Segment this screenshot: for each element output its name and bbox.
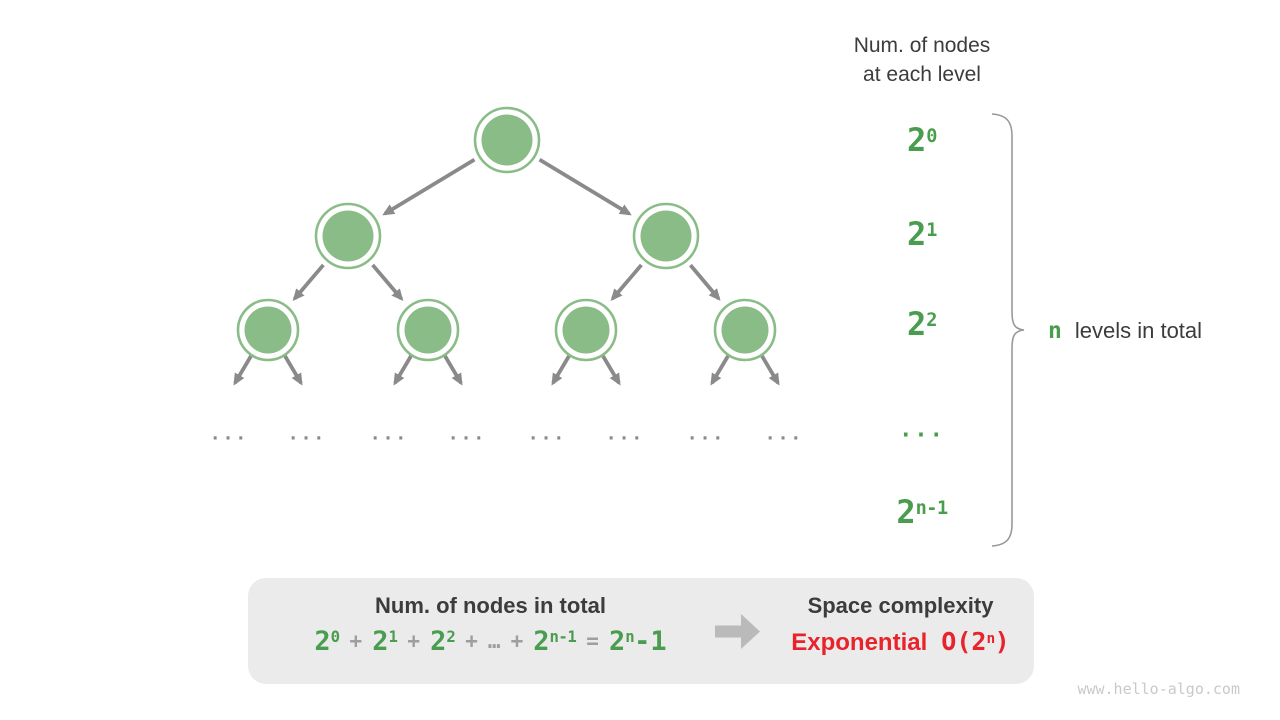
leaf-continuation-arrow <box>710 355 730 386</box>
leaf-continuation-arrow <box>233 355 253 386</box>
n-variable: n <box>1048 318 1062 344</box>
tree-edge <box>610 263 643 302</box>
leaf-continuation-arrow <box>760 355 780 386</box>
complexity-word: Exponential <box>791 629 928 656</box>
watermark: www.hello-algo.com <box>1077 680 1240 698</box>
formula-term: 21 <box>372 626 398 657</box>
formula-operator: = <box>586 629 599 653</box>
formula-operator: + <box>465 629 478 653</box>
space-complexity-title: Space complexity <box>807 593 994 618</box>
formula-term: 20 <box>314 626 340 657</box>
leaf-continuation-arrow <box>443 355 463 386</box>
formula-term: 2n-1 <box>533 626 577 657</box>
formula-term: 22 <box>430 626 456 657</box>
formula-operator: + <box>349 629 363 653</box>
implies-arrow-icon <box>715 614 760 649</box>
level-count-label: 20 <box>907 121 937 159</box>
right-column-title-line2: at each level <box>863 63 981 86</box>
level-count-label: 2n-1 <box>896 493 948 531</box>
leaf-ellipsis: ... <box>287 423 327 445</box>
leaf-ellipsis: ... <box>369 423 409 445</box>
formula-term: 2n-1 <box>608 626 667 657</box>
brace-label: n levels in total <box>1048 318 1202 344</box>
brace-label-text: levels in total <box>1074 318 1203 343</box>
total-nodes-column: Num. of nodes in total 20+21+22+…+2n-1=2… <box>273 593 708 662</box>
leaf-continuation-arrow <box>393 355 413 386</box>
tree-node <box>314 202 382 270</box>
leaf-continuation-arrow <box>283 355 303 386</box>
tree-edge <box>371 263 404 302</box>
space-complexity-column: Space complexity Exponential O(2n) <box>773 593 1028 657</box>
tree-node <box>554 298 618 362</box>
tree-edge <box>688 263 721 301</box>
level-ellipsis-label: ... <box>899 417 945 443</box>
tree-node <box>236 298 300 362</box>
geometric-series-formula: 20 +21 +22 + … +2n-1 = 2n-1 <box>273 626 708 662</box>
formula-operator: … <box>487 629 501 653</box>
tree-edge <box>382 158 476 216</box>
leaf-continuation-arrow <box>601 355 621 386</box>
tree-node <box>396 298 460 362</box>
formula-operator: + <box>407 629 421 653</box>
tree-node <box>632 202 700 270</box>
summary-box: Num. of nodes in total 20+21+22+…+2n-1=2… <box>248 578 1034 684</box>
tree-node <box>713 298 777 362</box>
formula-operator: + <box>510 629 524 653</box>
brace <box>991 113 1025 547</box>
big-o-notation: O(2n) <box>941 627 1010 656</box>
leaf-ellipsis: ... <box>686 423 726 445</box>
level-count-label: 22 <box>907 305 937 343</box>
leaf-ellipsis: ... <box>527 423 567 445</box>
right-column-title-line1: Num. of nodes <box>853 34 991 57</box>
tree-edge <box>292 263 325 302</box>
tree-edge <box>538 158 632 216</box>
leaf-ellipsis: ... <box>209 423 249 445</box>
right-column-title: Num. of nodes at each level <box>854 31 991 89</box>
leaf-ellipsis: ... <box>447 423 487 445</box>
complexity-value: Exponential O(2n) <box>773 627 1028 657</box>
total-nodes-title: Num. of nodes in total <box>375 593 606 618</box>
level-count-label: 21 <box>907 215 937 253</box>
leaf-ellipsis: ... <box>764 423 804 445</box>
leaf-continuation-arrow <box>551 355 571 386</box>
tree-node <box>473 106 541 174</box>
leaf-ellipsis: ... <box>605 423 645 445</box>
